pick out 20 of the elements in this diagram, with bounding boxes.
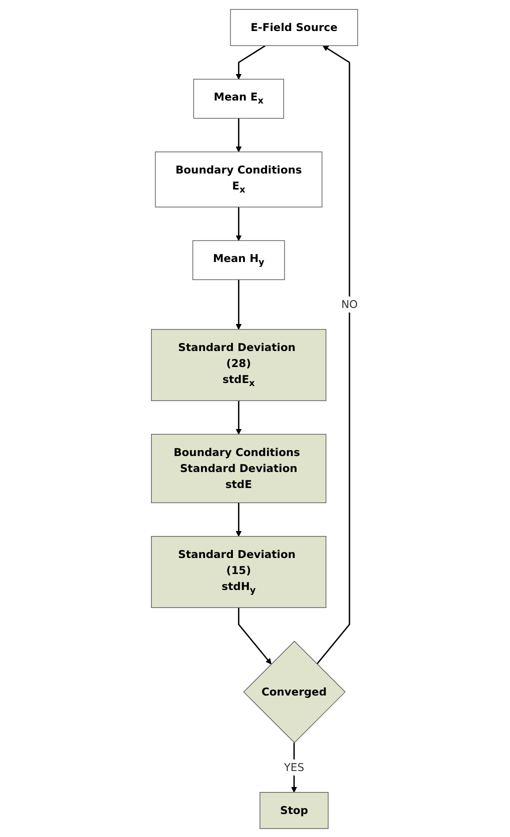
node-diamond: Converged bbox=[244, 640, 346, 743]
arrow bbox=[238, 607, 272, 664]
arrow bbox=[292, 742, 298, 792]
arrow bbox=[236, 502, 242, 536]
arrow bbox=[236, 279, 242, 330]
node-box: Mean H$_{y}$ bbox=[192, 240, 286, 280]
arrow bbox=[236, 118, 242, 152]
arrow bbox=[236, 400, 242, 434]
node-box: Stop bbox=[260, 792, 329, 828]
edge-label: YES bbox=[284, 760, 305, 774]
edge-label: NO bbox=[342, 297, 358, 310]
node-box: Boundary Conditions Standard Deviation stdE bbox=[151, 433, 327, 503]
node-box: Standard Deviation (15) stdH$_{y}$ bbox=[151, 536, 327, 608]
node-box: Boundary Conditions E$_{x}$ bbox=[155, 151, 323, 207]
node-box: E-Field Source bbox=[230, 8, 358, 46]
node-box: Mean E$_{x}$ bbox=[194, 78, 284, 118]
arrow bbox=[236, 206, 242, 240]
node-box: Standard Deviation (28) stdE$_{x}$ bbox=[151, 328, 327, 401]
arrow bbox=[316, 44, 351, 664]
arrow bbox=[236, 44, 266, 79]
